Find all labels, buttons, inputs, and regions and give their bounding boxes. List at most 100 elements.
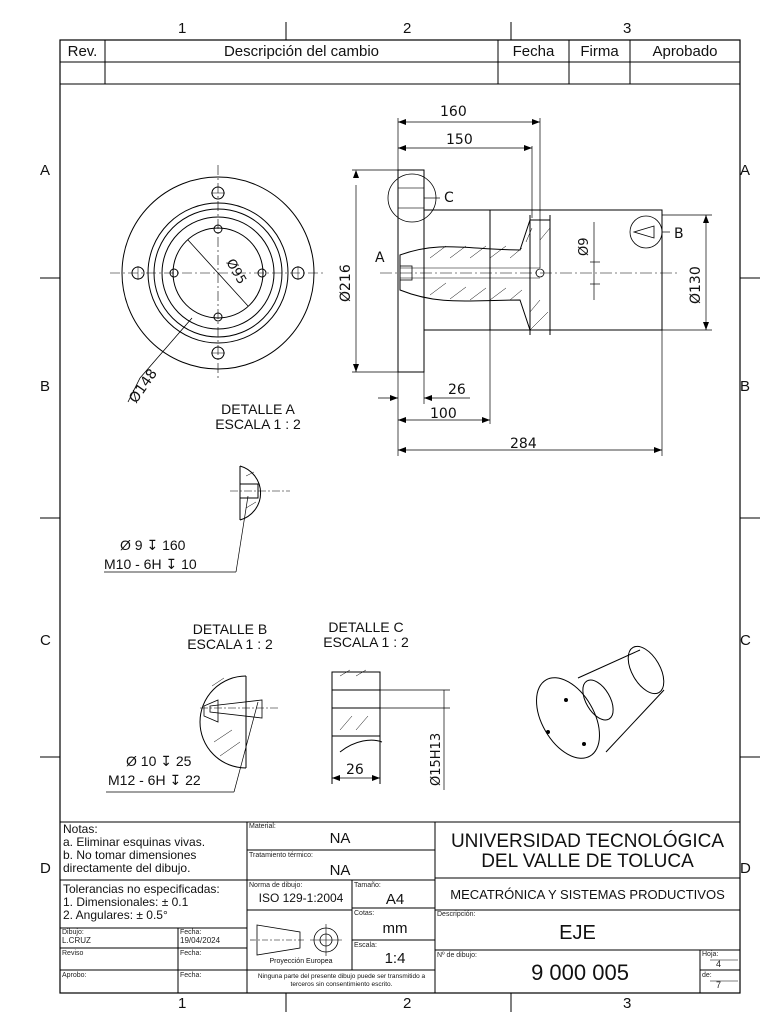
detail-a-callout-line2: M10 - 6H ↧ 10 <box>104 556 197 572</box>
detail-b-view <box>106 675 280 793</box>
dim-26: 26 <box>448 382 466 398</box>
drawing-number-label: Nº de dibujo: <box>437 952 477 959</box>
university-name: UNIVERSIDAD TECNOLÓGICA DEL VALLE DE TOL… <box>435 832 740 872</box>
label-a: A <box>375 250 385 266</box>
scale-value: 1:4 <box>384 950 406 967</box>
dim-100: 100 <box>430 406 457 422</box>
detail-a-title: DETALLE A ESCALA 1 : 2 <box>178 402 338 432</box>
dim-284: 284 <box>510 436 537 452</box>
heat-treatment-value: NA <box>329 862 351 879</box>
material-value: NA <box>329 830 351 847</box>
approved-by-label: Aprobo: <box>62 972 87 979</box>
heat-treatment-label: Tratamiento térmico: <box>249 852 313 859</box>
size-label: Tamaño: <box>354 882 381 889</box>
detail-b-name: DETALLE B <box>192 621 268 637</box>
zone-row-d-right: D <box>740 860 751 877</box>
material-label: Material: <box>249 823 276 830</box>
zone-row-b-left: B <box>40 378 51 395</box>
size-value: A4 <box>385 891 405 908</box>
scale-label: Escala: <box>354 942 377 949</box>
side-view-shaft <box>380 169 680 373</box>
description-label: Descripción: <box>437 911 476 918</box>
drawn-by-value: L.CRUZ <box>62 936 91 945</box>
label-c: C <box>444 190 454 206</box>
detail-c-scale: ESCALA 1 : 2 <box>323 634 409 650</box>
zone-col-3-top: 3 <box>623 20 632 37</box>
notes-block: Notas: a. Eliminar esquinas vivas. b. No… <box>63 823 205 875</box>
sheet-label: Hoja: <box>702 951 719 958</box>
zone-col-1-bottom: 1 <box>178 995 187 1012</box>
department-name: MECATRÓNICA Y SISTEMAS PRODUCTIVOS <box>450 887 725 902</box>
drawn-by-label: Dibujo: <box>62 929 84 936</box>
drawn-date-value: 19/04/2024 <box>180 936 221 945</box>
disclaimer-text: Ninguna parte del presente dibujo puede … <box>257 973 426 988</box>
side-view-dimensions <box>352 118 712 456</box>
isometric-view <box>536 645 665 759</box>
description-header: Descripción del cambio <box>223 42 380 60</box>
arrowheads <box>353 119 709 453</box>
dim-160: 160 <box>440 104 467 120</box>
detail-c-view <box>331 669 450 790</box>
dim-dia-148: Ø148 <box>126 366 161 406</box>
tolerance-2: 2. Angulares: ± 0.5° <box>63 908 168 922</box>
tolerances-block: Tolerancias no especificadas: 1. Dimensi… <box>63 883 220 922</box>
zone-row-a-right: A <box>740 162 751 179</box>
zone-row-b-right: B <box>740 378 751 395</box>
reviewed-date-label: Fecha: <box>180 950 202 957</box>
reviewed-label: Reviso <box>62 950 84 957</box>
approved-header: Aprobado <box>652 42 718 60</box>
zone-col-3-bottom: 3 <box>623 995 632 1012</box>
zone-row-a-left: A <box>40 162 51 179</box>
zone-col-2-top: 2 <box>403 20 412 37</box>
dim-dia-216: Ø216 <box>338 264 354 302</box>
university-line-1: UNIVERSIDAD TECNOLÓGICA <box>450 831 725 852</box>
zone-row-c-left: C <box>40 632 51 649</box>
front-view-flange <box>110 165 326 403</box>
approved-date-label: Fecha: <box>180 972 202 979</box>
detail-a-callout-line1: Ø 9 ↧ 160 <box>120 537 186 553</box>
note-2: b. No tomar dimensiones <box>63 848 197 862</box>
detail-c-dim-15h13: Ø15H13 <box>429 733 444 786</box>
dim-dia-130: Ø130 <box>688 266 704 304</box>
sheet-total-label: de: <box>702 972 712 979</box>
section-hatching <box>429 227 551 331</box>
dim-dia-9: Ø9 <box>577 237 592 256</box>
part-description: EJE <box>559 922 596 944</box>
date-header: Fecha <box>512 42 555 60</box>
units-value: mm <box>382 920 408 937</box>
zone-row-d-left: D <box>40 860 51 877</box>
sheet-value: 4 <box>716 959 722 969</box>
sheet-total-value: 7 <box>716 980 722 990</box>
note-1: a. Eliminar esquinas vivas. <box>63 835 206 849</box>
detail-c-dim-26: 26 <box>346 762 364 778</box>
detail-c-title: DETALLE C ESCALA 1 : 2 <box>286 620 446 650</box>
detail-a-view <box>104 465 290 573</box>
university-line-2: DEL VALLE DE TOLUCA <box>481 851 694 872</box>
projection-label: Proyección Europea <box>269 958 333 965</box>
detail-b-callout-line1: Ø 10 ↧ 25 <box>126 753 192 769</box>
rev-header: Rev. <box>67 42 98 60</box>
detail-a-callout: Ø 9 ↧ 160 M10 - 6H ↧ 10 <box>104 536 197 574</box>
note-3: directamente del dibujo. <box>63 861 191 875</box>
detail-a-scale: ESCALA 1 : 2 <box>215 416 301 432</box>
zone-row-c-right: C <box>740 632 751 649</box>
detail-b-scale: ESCALA 1 : 2 <box>187 636 273 652</box>
drawing-number: 9 000 005 <box>531 960 629 985</box>
drawn-date-label: Fecha: <box>180 929 202 936</box>
detail-b-callout: Ø 10 ↧ 25 M12 - 6H ↧ 22 <box>108 752 201 790</box>
notes-title: Notas: <box>63 822 98 836</box>
standard-label: Norma de dibujo: <box>249 882 303 889</box>
detail-a-name: DETALLE A <box>221 401 295 417</box>
standard-value: ISO 129-1:2004 <box>258 891 344 905</box>
dim-150: 150 <box>446 132 473 148</box>
units-label: Cotas: <box>354 910 375 917</box>
signature-header: Firma <box>580 42 619 60</box>
projection-symbol-icon <box>250 924 342 956</box>
detail-b-title: DETALLE B ESCALA 1 : 2 <box>150 622 310 652</box>
detail-b-callout-line2: M12 - 6H ↧ 22 <box>108 772 201 788</box>
label-b: B <box>674 226 684 242</box>
detail-c-name: DETALLE C <box>328 619 404 635</box>
zone-col-2-bottom: 2 <box>403 995 412 1012</box>
tolerances-title: Tolerancias no especificadas: <box>63 882 220 896</box>
